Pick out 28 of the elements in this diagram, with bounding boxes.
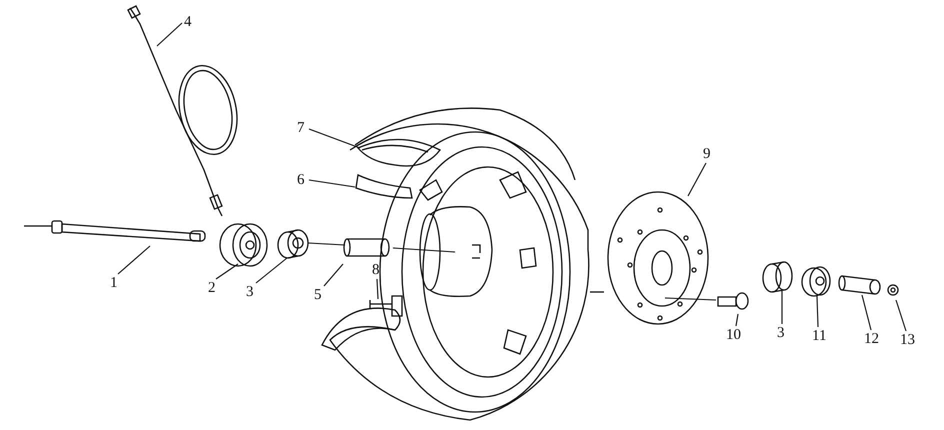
leader-line — [324, 264, 344, 286]
leader-line — [861, 294, 872, 330]
leader-line — [688, 162, 706, 196]
callout-number: 6 — [297, 173, 304, 188]
leader-line — [895, 300, 907, 332]
leader-line — [118, 246, 150, 274]
callout-number: 10 — [726, 328, 741, 343]
leader-line — [156, 22, 182, 46]
leader-line — [256, 258, 288, 284]
leader-line — [376, 278, 379, 300]
callout-number: 13 — [900, 333, 915, 348]
leader-line — [216, 264, 238, 280]
leader-line — [308, 128, 360, 149]
callout-number: 1 — [110, 276, 118, 291]
leader-line — [308, 179, 356, 188]
callout-number: 2 — [208, 281, 216, 296]
leader-line — [735, 314, 739, 326]
leader-line — [816, 296, 819, 328]
callout-number: 11 — [812, 329, 826, 344]
callout-number: 3 — [246, 285, 254, 300]
callout-number: 12 — [864, 332, 879, 347]
callout-number: 5 — [314, 288, 322, 303]
callout-number: 4 — [184, 15, 192, 30]
callout-number: 8 — [372, 263, 380, 278]
callout-number: 3 — [777, 326, 784, 341]
callout-number: 7 — [297, 121, 304, 136]
callout-number: 9 — [703, 147, 710, 162]
leader-line — [781, 291, 783, 324]
